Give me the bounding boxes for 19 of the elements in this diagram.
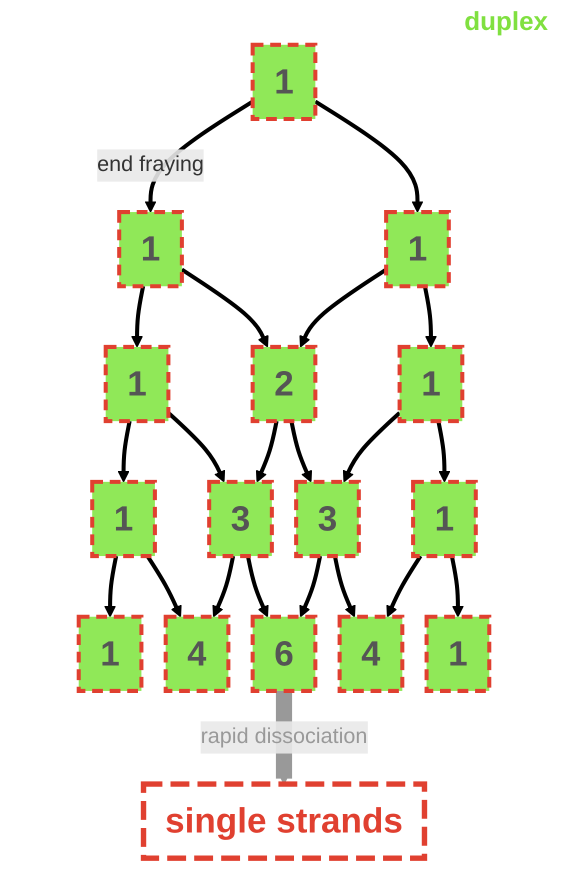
node-box: 2 [250, 344, 318, 424]
node-box: 4 [164, 614, 230, 693]
node-box: 1 [411, 480, 478, 558]
node-box: 1 [250, 42, 318, 121]
node-box: 1 [104, 344, 170, 424]
node-box: single strands [140, 781, 428, 861]
node-box: 3 [294, 480, 361, 558]
node-box: 1 [117, 210, 184, 288]
node-box: 1 [398, 344, 464, 424]
node-box: 1 [76, 614, 144, 693]
node-box: 4 [338, 614, 404, 693]
node-box: 3 [207, 480, 274, 558]
node-box: 1 [90, 480, 157, 558]
edge-label: end fraying [97, 153, 204, 176]
node-box: 1 [424, 614, 492, 693]
node-box: 1 [384, 210, 451, 288]
edge-label: rapid dissociation [200, 725, 368, 748]
label-text: duplex [464, 6, 548, 36]
node-box: 6 [250, 614, 318, 693]
